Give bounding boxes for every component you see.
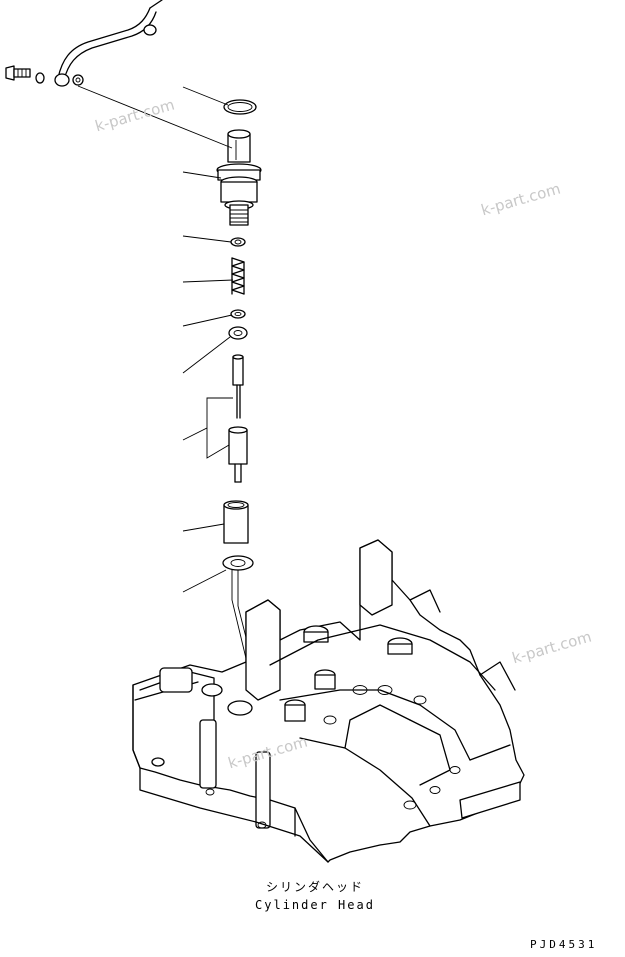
caption-english: Cylinder Head: [255, 898, 375, 912]
drawing-code: PJD4531: [530, 938, 598, 951]
gasket: [222, 555, 254, 571]
banjo-bolt: [5, 65, 84, 86]
o-ring: [223, 99, 257, 115]
fuel-pipe: [54, 0, 163, 87]
spring: [231, 257, 245, 295]
cylinder-head: [132, 539, 525, 863]
spacer: [228, 326, 248, 340]
injector-holder: [216, 129, 262, 226]
adjusting-shim: [230, 237, 246, 247]
caption-japanese: シリンダヘッド: [265, 880, 364, 894]
nozzle-body: [228, 426, 248, 483]
retaining-nut: [223, 500, 249, 544]
spring-seat: [230, 309, 246, 319]
needle-valve: [232, 354, 244, 419]
